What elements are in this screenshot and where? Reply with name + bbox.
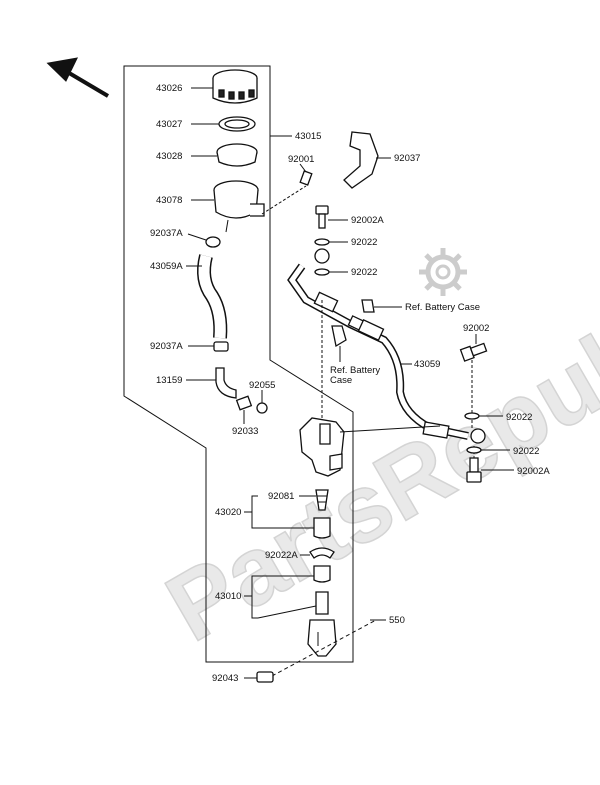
label-ref-battery-case-right: Ref. Battery Case <box>405 302 480 313</box>
label-92037a-top: 92037A <box>150 228 183 239</box>
reservoir-cap <box>212 69 258 104</box>
assembly-outline <box>123 65 354 663</box>
label-92033: 92033 <box>232 426 258 437</box>
label-43015: 43015 <box>295 131 321 142</box>
label-43059a: 43059A <box>150 261 183 272</box>
clevis-pin <box>256 671 274 683</box>
banjo-bolt-bottom <box>466 457 482 483</box>
label-92022a: 92022A <box>265 550 298 561</box>
banjo-bolt-92002 <box>459 342 488 362</box>
label-92037: 92037 <box>394 153 420 164</box>
piston-kit-cap <box>313 565 331 583</box>
banjo-bolt-top <box>315 205 329 229</box>
washer-top-1 <box>314 238 330 246</box>
label-92081: 92081 <box>268 491 294 502</box>
hose-clip <box>343 131 379 189</box>
label-43020: 43020 <box>215 507 241 518</box>
label-92037a-bottom: 92037A <box>150 341 183 352</box>
label-43027: 43027 <box>156 119 182 130</box>
reservoir-diaphragm <box>216 143 258 167</box>
washer-top-2 <box>314 268 330 276</box>
master-cylinder-body <box>299 417 345 477</box>
piston-spring <box>315 489 329 511</box>
brake-hose <box>287 248 486 444</box>
label-92022-d: 92022 <box>513 446 539 457</box>
o-ring-92055 <box>256 402 268 414</box>
label-92055: 92055 <box>249 380 275 391</box>
washer-bottom-2 <box>466 446 482 454</box>
label-92043: 92043 <box>212 673 238 684</box>
battery-case-bracket-right <box>361 299 375 313</box>
bolt-92001 <box>261 170 313 215</box>
gear-icon <box>419 248 467 296</box>
washer-bottom-1 <box>464 412 480 420</box>
pin-line <box>271 619 377 677</box>
label-92022-b: 92022 <box>351 267 377 278</box>
label-550: 550 <box>389 615 405 626</box>
label-92002a-bottom: 92002A <box>517 466 550 477</box>
snap-ring <box>309 547 335 559</box>
label-92001: 92001 <box>288 154 314 165</box>
label-ref-battery-case-left-1: Ref. Battery <box>330 365 380 376</box>
arrow-up-left-icon <box>46 57 110 98</box>
hose-fitting <box>215 367 237 399</box>
leader-lines <box>186 87 514 679</box>
label-13159: 13159 <box>156 375 182 386</box>
clevis <box>307 619 337 657</box>
hose-clamp-bottom <box>213 341 229 352</box>
label-92002a-top: 92002A <box>351 215 384 226</box>
label-ref-battery-case-left-2: Case <box>330 375 352 386</box>
piston-cup <box>313 517 331 539</box>
hose-clamp-top <box>205 236 221 248</box>
label-43078: 43078 <box>156 195 182 206</box>
label-43010: 43010 <box>215 591 241 602</box>
part-labels: 43026 43027 43028 43015 92001 92037 4307… <box>150 83 550 684</box>
label-92022-a: 92022 <box>351 237 377 248</box>
reservoir-plate <box>218 116 256 132</box>
label-43026: 43026 <box>156 83 182 94</box>
reservoir-tank <box>213 180 265 233</box>
push-rod <box>315 591 329 615</box>
label-43059: 43059 <box>414 359 440 370</box>
battery-case-bracket-left <box>331 325 347 348</box>
label-43028: 43028 <box>156 151 182 162</box>
o-ring-92033 <box>235 395 253 411</box>
label-92022-c: 92022 <box>506 412 532 423</box>
label-92002: 92002 <box>463 323 489 334</box>
